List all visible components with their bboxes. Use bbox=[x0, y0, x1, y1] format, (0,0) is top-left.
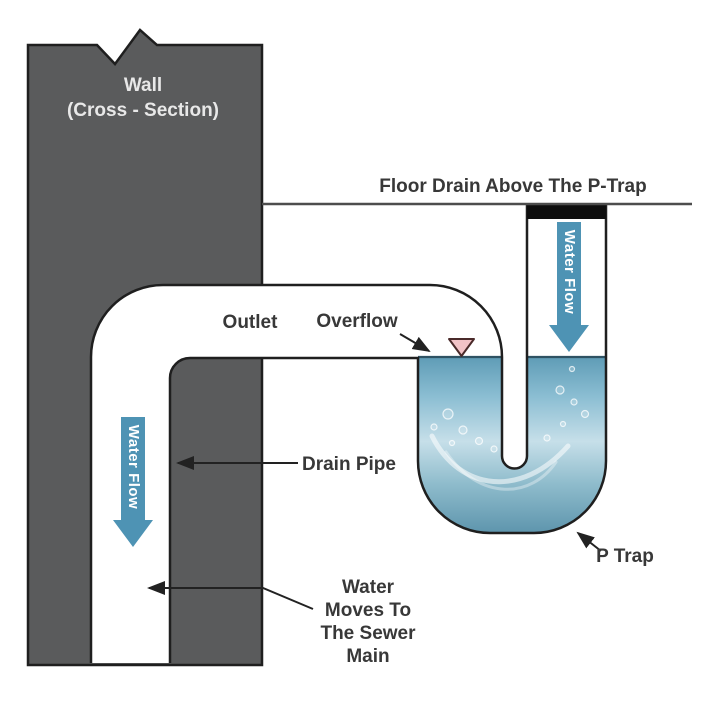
overflow-label: Overflow bbox=[316, 311, 398, 332]
water-flow-label-right: Water Flow bbox=[561, 230, 578, 314]
wall-label-line2: (Cross - Section) bbox=[67, 100, 219, 121]
outlet-label: Outlet bbox=[223, 312, 279, 333]
trap-outline bbox=[416, 205, 608, 535]
sewer-arrow bbox=[147, 581, 314, 610]
p-trap-arrow bbox=[576, 531, 602, 552]
pipe-outline-outer bbox=[89, 205, 529, 663]
sewer-label: Water Moves To The Sewer Main bbox=[320, 577, 416, 667]
drain-pipe-label: Drain Pipe bbox=[302, 454, 396, 475]
sewer-label-line4: Main bbox=[346, 646, 389, 667]
pipe-outline-inner bbox=[168, 356, 419, 663]
floor-drain-label: Floor Drain Above The P-Trap bbox=[379, 176, 646, 197]
wall-label-line1: Wall bbox=[124, 75, 162, 96]
sewer-label-line2: Moves To bbox=[325, 600, 411, 621]
overflow-arrow bbox=[399, 333, 431, 353]
water-bubbles bbox=[430, 365, 590, 453]
floor-drain-grate bbox=[527, 204, 606, 219]
water-swirl bbox=[429, 433, 571, 491]
water-flow-label-left: Water Flow bbox=[125, 425, 142, 509]
p-trap-label: P Trap bbox=[596, 546, 654, 567]
sewer-label-line3: The Sewer bbox=[320, 623, 416, 644]
trap-divider-fill bbox=[502, 338, 527, 469]
sewer-label-line1: Water bbox=[342, 577, 395, 598]
water-flow-arrow-left: Water Flow bbox=[113, 417, 153, 547]
water-flow-arrow-right: Water Flow bbox=[549, 222, 589, 352]
drain-pipe-interior bbox=[91, 285, 502, 663]
water-level-marker bbox=[448, 338, 475, 357]
